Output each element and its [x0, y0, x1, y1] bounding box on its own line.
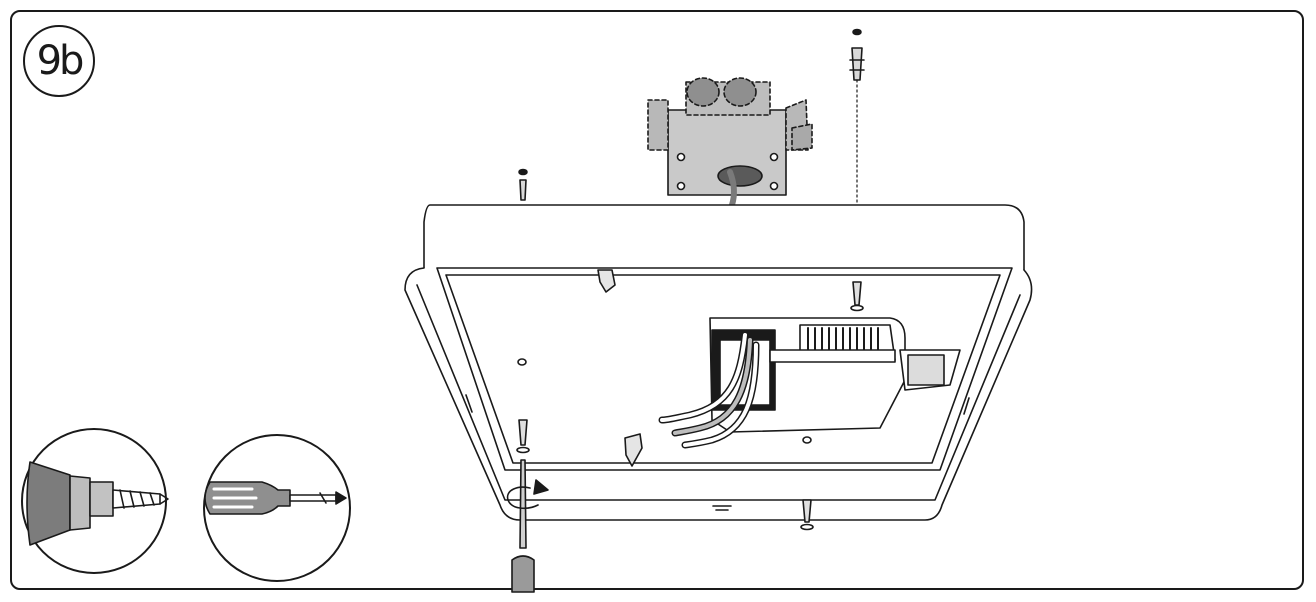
screwdriver-tool-inset [203, 434, 351, 582]
step-number-badge: 9b [23, 25, 95, 97]
junction-box [647, 77, 813, 208]
wire-clip-bottom [624, 433, 643, 467]
drill-tool-inset [21, 428, 169, 574]
power-cables [658, 331, 760, 449]
wall-anchor-top-right [849, 28, 865, 81]
screw-left [516, 358, 530, 454]
drill-icon [26, 461, 169, 546]
screw-bottom [800, 436, 814, 531]
screw-right [850, 281, 864, 312]
wall-anchor-top-left [518, 168, 528, 201]
rotation-arrow-icon [506, 479, 549, 510]
step-number-label: 9b [36, 38, 85, 84]
screwdriver-icon [204, 481, 347, 515]
screwdriver-in-use [511, 459, 535, 593]
wire-clip-top [597, 269, 616, 293]
